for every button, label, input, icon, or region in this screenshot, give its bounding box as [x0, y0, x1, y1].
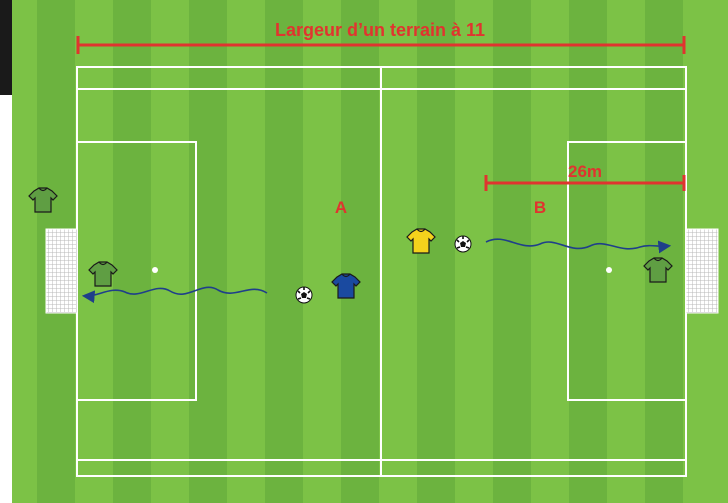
soccer-ball-icon — [455, 236, 471, 252]
grass-stripe — [265, 0, 303, 503]
diagram-title: Largeur d’un terrain à 11 — [275, 20, 485, 40]
soccer-ball-icon — [296, 287, 312, 303]
penalty-spot-left — [152, 267, 158, 273]
grass-stripe — [645, 0, 683, 503]
goal-net-icon — [46, 229, 77, 313]
edge-strip — [0, 0, 12, 95]
grass-stripe — [569, 0, 607, 503]
zone-a-label: A — [335, 198, 347, 217]
grass-stripe — [493, 0, 531, 503]
grass-stripe — [341, 0, 379, 503]
goal-net-icon — [686, 229, 718, 313]
grass-stripe — [189, 0, 227, 503]
distance-label: 26m — [568, 162, 602, 181]
zone-b-label: B — [534, 198, 546, 217]
penalty-spot-right — [606, 267, 612, 273]
pitch-grass — [12, 0, 728, 503]
grass-stripe — [113, 0, 151, 503]
